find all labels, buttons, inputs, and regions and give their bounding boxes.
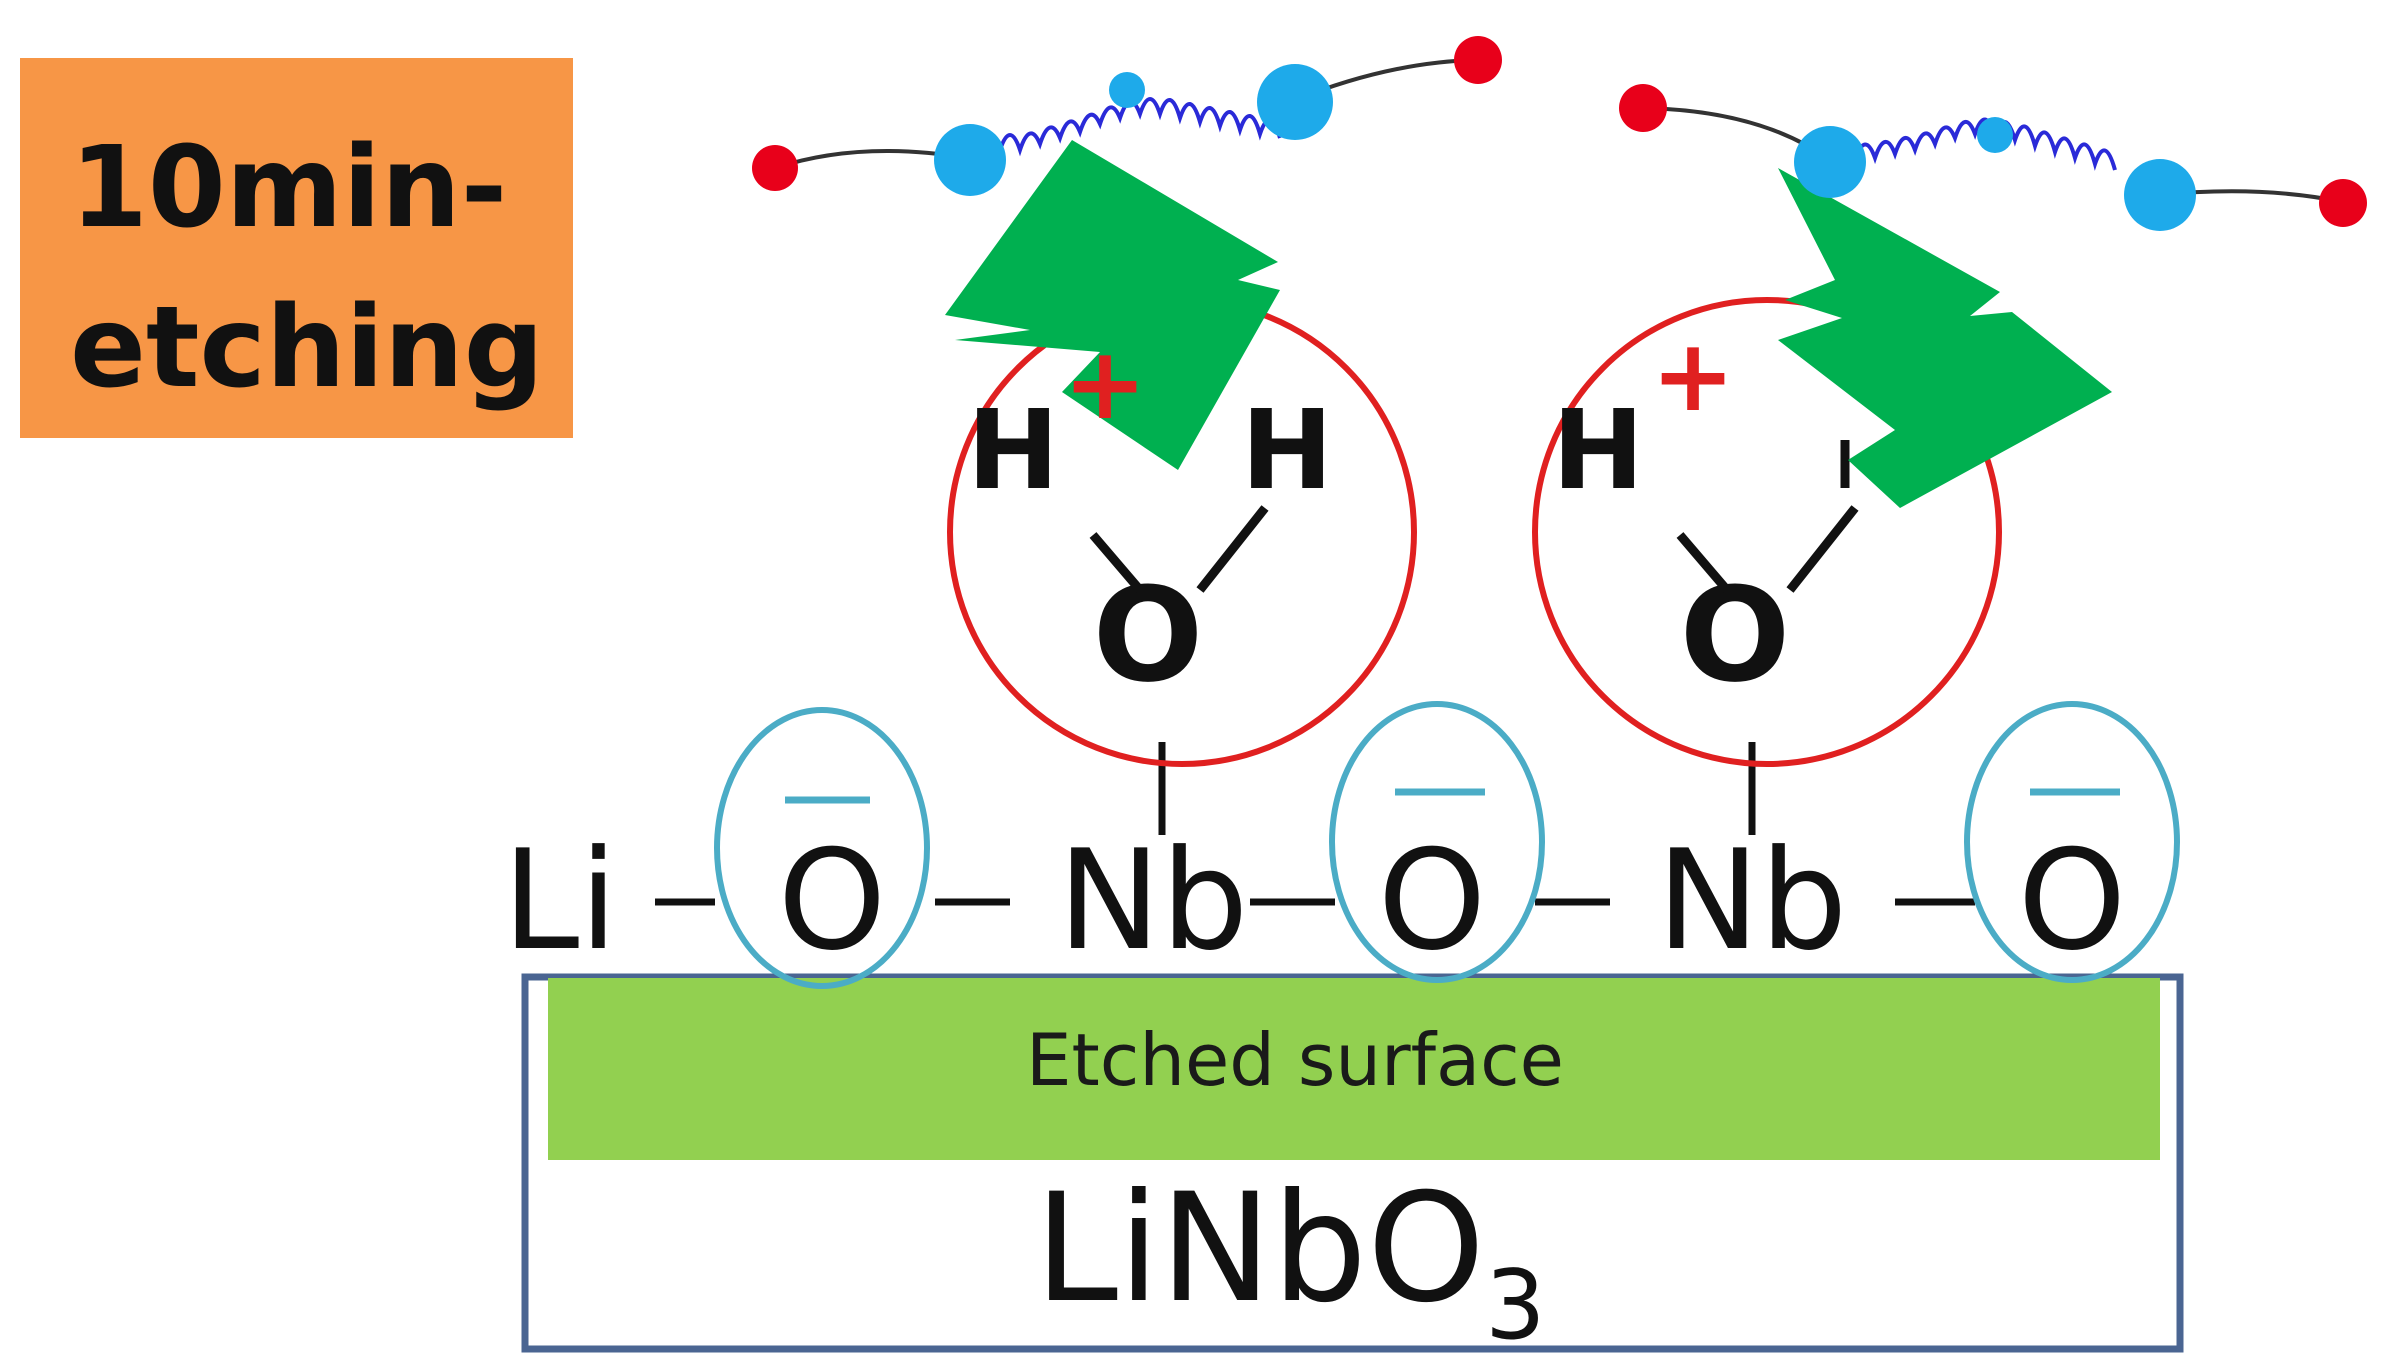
atom-o-1: O: [778, 820, 887, 981]
atom-li: Li: [502, 820, 617, 981]
plus-charge-1: +: [1063, 325, 1147, 442]
polymer-chain-2: [1619, 84, 2367, 231]
atom-o-2: O: [1378, 820, 1487, 981]
oxygen-ellipse-3: [1964, 701, 2180, 983]
red-bead-2b: [2319, 179, 2367, 227]
material-main: LiNbO: [1034, 1162, 1485, 1336]
water-2-bonds: [1676, 440, 1859, 593]
substrate-material-label: LiNbO3: [1034, 1162, 1545, 1361]
blue-bead-2b: [2124, 159, 2196, 231]
water-1-o: O: [1093, 559, 1204, 711]
water-2-h-left: H: [1552, 386, 1644, 514]
plus-charge-2: +: [1651, 317, 1735, 434]
blue-bead-1b: [1257, 64, 1333, 140]
label-line-2: etching: [70, 283, 544, 413]
oxygen-ellipses: [714, 701, 2180, 989]
blue-bead-1-mid: [1109, 72, 1145, 108]
etched-surface-label: Etched surface: [1026, 1018, 1564, 1102]
water-circle-2: [1532, 297, 2002, 767]
negative-charges: [785, 788, 2120, 804]
water-1-bond-right: [1196, 505, 1269, 593]
etched-surface-layer: [548, 978, 2160, 1160]
red-bead-2a: [1619, 84, 1667, 132]
oxygen-ellipse-1: [714, 707, 930, 989]
water-2-bond-right: [1786, 505, 1859, 593]
etching-time-label: 10min- etching: [20, 58, 573, 438]
oxygen-ellipse-2: [1329, 701, 1545, 983]
atom-nb-2: Nb: [1657, 820, 1848, 981]
material-subscript: 3: [1485, 1251, 1545, 1361]
water-2-o: O: [1680, 559, 1791, 711]
green-block-1: [945, 140, 1280, 470]
water-1-h-left: H: [967, 386, 1059, 514]
water-1-h-right: H: [1241, 386, 1333, 514]
atom-o-3: O: [2018, 820, 2127, 981]
blue-bead-1a: [934, 124, 1006, 196]
label-line-1: 10min-: [70, 123, 508, 253]
water-1-bond-left: [1089, 532, 1144, 593]
water-1-bonds: [1089, 505, 1269, 593]
blue-bead-2a: [1794, 126, 1866, 198]
green-block-2: [1778, 168, 2112, 508]
red-bead-1a: [752, 145, 798, 191]
spring-2: [1853, 117, 2117, 171]
chain-bonds: [655, 742, 1975, 906]
red-bead-1b: [1454, 36, 1502, 84]
water-2-bond-left: [1676, 532, 1731, 593]
polymer-chain-1: [752, 36, 1502, 196]
atom-nb-1: Nb: [1058, 820, 1249, 981]
blue-bead-2-mid: [1977, 117, 2013, 153]
spring-1: [998, 97, 1282, 157]
